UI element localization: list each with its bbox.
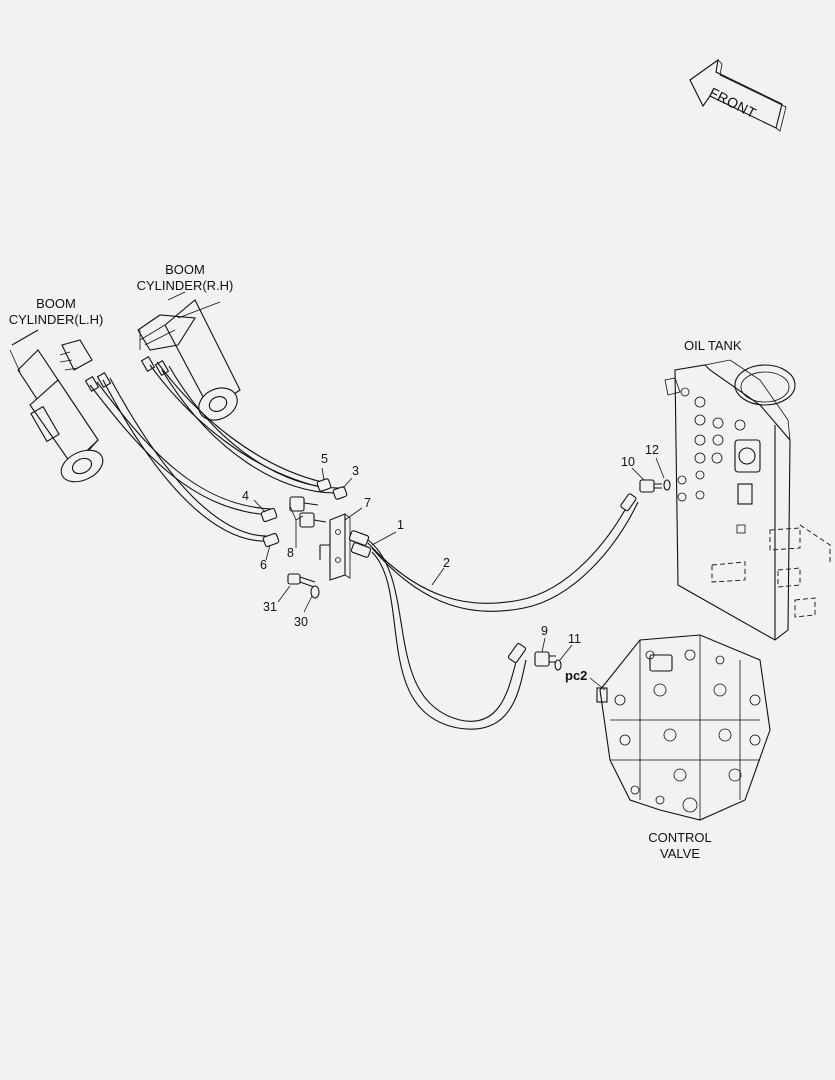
- o-ring: [663, 479, 671, 491]
- washer: [310, 585, 320, 599]
- part-number-30: 30: [294, 615, 308, 629]
- oil-tank: [664, 359, 831, 641]
- hose-main: [348, 493, 639, 730]
- part-number-9: 9: [541, 624, 548, 638]
- part-number-12: 12: [645, 443, 659, 457]
- fittings-group: [260, 478, 348, 548]
- boom-cylinder-lh-label: BOOM CYLINDER(L.H): [2, 296, 110, 328]
- boom-rh-line2: CYLINDER(R.H): [136, 278, 234, 293]
- adapter: [639, 479, 662, 493]
- leader-lines: [253, 457, 665, 691]
- part-number-2: 2: [443, 556, 450, 570]
- part-number-7: 7: [364, 496, 371, 510]
- part-number-5: 5: [321, 452, 328, 466]
- part-number-31: 31: [263, 600, 277, 614]
- part-number-4: 4: [242, 489, 249, 503]
- part-number-10: 10: [621, 455, 635, 469]
- connector: [534, 651, 556, 667]
- bolt: [287, 573, 316, 588]
- front-arrow-icon: [689, 58, 787, 132]
- oil-tank-label: OIL TANK: [684, 338, 742, 353]
- boom-cylinder-rh: [137, 291, 241, 421]
- hose-lh-cylinder: [84, 372, 273, 542]
- boom-cylinder-rh-label: BOOM CYLINDER(R.H): [130, 262, 240, 294]
- boom-lh-line1: BOOM: [36, 296, 76, 311]
- port-label-pc2: pc2: [565, 668, 588, 683]
- part-number-11: 11: [568, 632, 581, 646]
- control-valve-line1: CONTROL: [648, 830, 712, 845]
- part-number-3: 3: [352, 464, 359, 478]
- boom-cylinder-lh: [9, 329, 104, 483]
- control-valve-line2: VALVE: [660, 846, 700, 861]
- bracket: [319, 513, 351, 581]
- part-number-8: 8: [287, 546, 294, 560]
- part-number-1: 1: [397, 518, 404, 532]
- part-number-6: 6: [260, 558, 267, 572]
- control-valve-label: CONTROL VALVE: [636, 830, 724, 862]
- o-ring-valve: [554, 659, 562, 671]
- boom-lh-line2: CYLINDER(L.H): [8, 312, 104, 327]
- boom-rh-line1: BOOM: [165, 262, 205, 277]
- control-valve: [596, 634, 771, 821]
